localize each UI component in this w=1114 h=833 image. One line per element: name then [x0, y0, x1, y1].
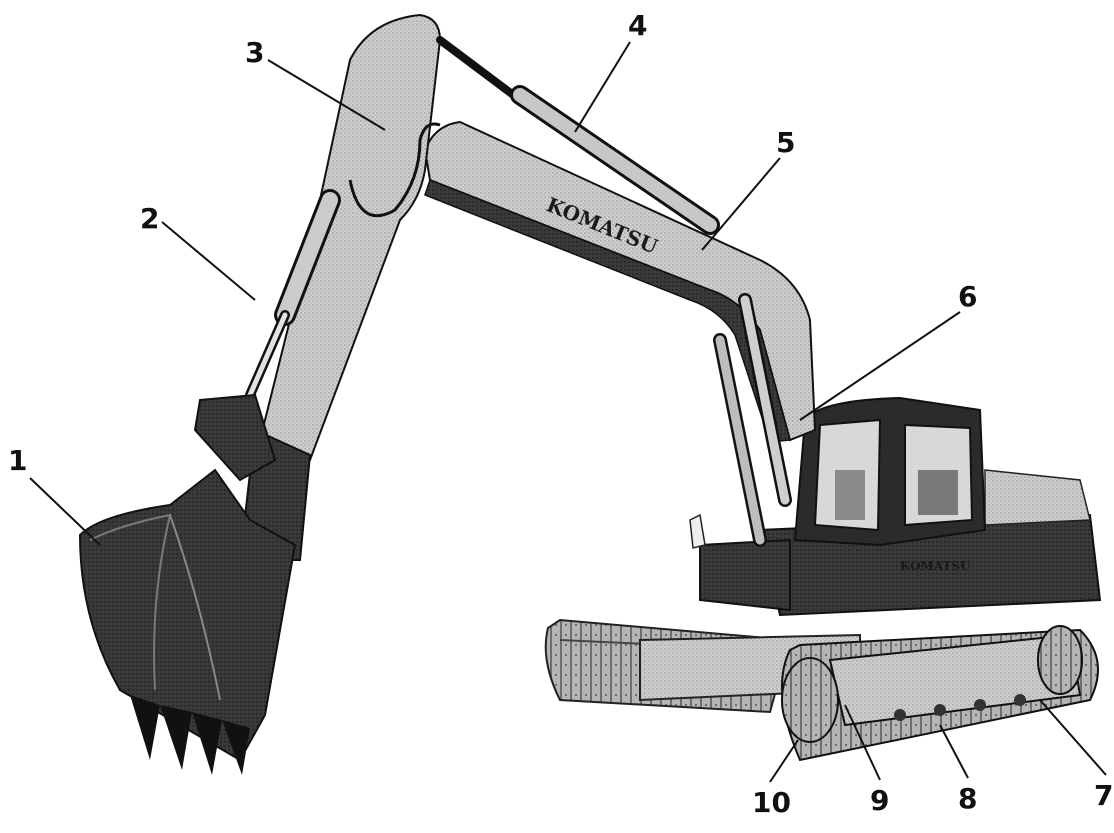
body-brand-text: KOMATSU [900, 559, 971, 573]
callout-1: 1 [8, 444, 27, 477]
near-track [781, 625, 1099, 762]
leader-6 [799, 311, 961, 421]
callout-5: 5 [776, 126, 795, 159]
bucket-linkage [193, 393, 277, 482]
leader-2 [161, 221, 256, 301]
operator-cab [793, 396, 987, 547]
leader-7 [1039, 699, 1107, 776]
leader-8 [939, 724, 969, 779]
callout-leaders [29, 41, 1107, 783]
leader-4 [574, 41, 631, 133]
leader-3 [267, 59, 386, 131]
callout-10: 10 [752, 786, 791, 819]
boom-cylinders [713, 293, 792, 547]
hydraulic-hose [348, 122, 441, 218]
callout-4: 4 [628, 9, 647, 42]
bucket-cylinder [245, 189, 341, 400]
leader-10 [769, 739, 799, 783]
callout-7: 7 [1094, 779, 1113, 812]
arm [238, 13, 442, 561]
boom: KOMATSU [423, 120, 817, 443]
callout-3: 3 [245, 36, 264, 69]
leader-9 [844, 704, 881, 781]
callout-9: 9 [870, 784, 889, 817]
bucket [78, 468, 297, 775]
arm-cylinder [436, 36, 720, 235]
leader-1 [29, 477, 101, 546]
callout-2: 2 [140, 202, 159, 235]
callout-6: 6 [958, 280, 977, 313]
leader-5 [701, 157, 781, 251]
callout-8: 8 [958, 782, 977, 815]
callout-numbers: 1 2 3 4 5 6 7 8 9 10 [8, 9, 1113, 819]
